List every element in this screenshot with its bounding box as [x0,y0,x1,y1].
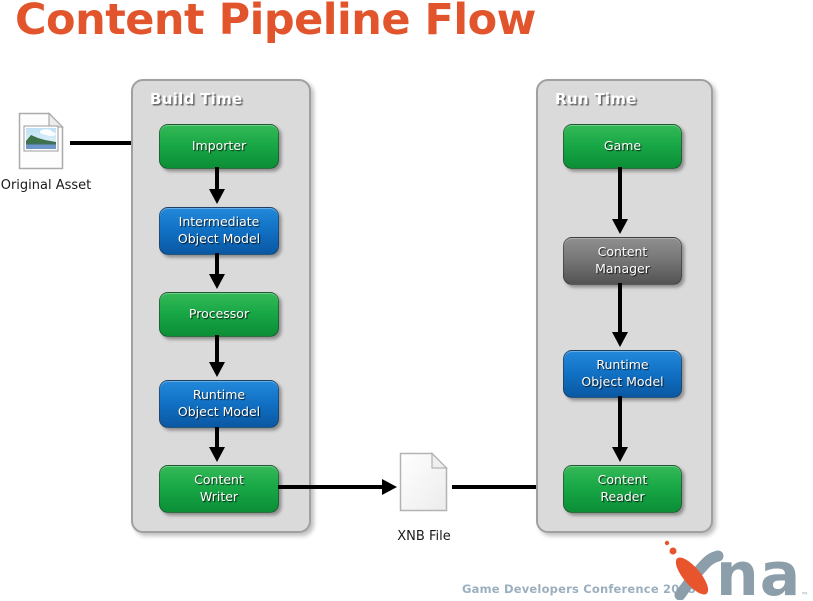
arrow-content-manager-to-runtime-om [612,283,628,347]
node-content-writer-label: Content Writer [194,472,244,504]
node-runtime-object-model-run: Runtime Object Model [563,350,682,398]
node-processor: Processor [159,292,279,337]
arrow-importer-to-intermediate [209,167,225,204]
node-game: Game [563,124,682,169]
trademark-symbol: ™ [801,591,809,600]
arrow-intermediate-to-processor [209,253,225,289]
node-processor-label: Processor [188,306,250,322]
node-intermediate-object-model-label: Intermediate Object Model [177,214,261,246]
node-intermediate-object-model: Intermediate Object Model [159,207,279,255]
arrow-runtime-om-to-content-reader [612,396,628,462]
xna-logo-letters: na [716,540,801,600]
xnb-blank-file-icon [399,452,448,512]
node-content-reader: Content Reader [563,465,682,513]
conference-footer-text: Game Developers Conference 2008 [462,582,696,596]
node-runtime-object-model-run-label: Runtime Object Model [581,357,664,389]
node-importer-label: Importer [191,138,247,154]
original-asset-label: Original Asset [0,178,92,193]
original-asset-image-file-icon [18,112,64,170]
node-content-manager: Content Manager [563,237,682,285]
arrow-processor-to-runtime-om [209,335,225,377]
run-time-container: Run Time Game Content Manager Runtime Ob… [536,79,713,533]
node-runtime-object-model-build-label: Runtime Object Model [177,387,261,419]
node-content-writer: Content Writer [159,465,279,513]
build-time-container: Build Time Importer Intermediate Object … [131,79,311,533]
build-time-label: Build Time [150,90,243,108]
node-content-manager-label: Content Manager [595,244,650,276]
node-importer: Importer [159,124,279,169]
node-content-reader-label: Content Reader [597,472,648,504]
xna-logo: na ™ [664,540,809,600]
run-time-label: Run Time [555,90,637,108]
page-title: Content Pipeline Flow [15,0,536,45]
xnb-file-label: XNB File [397,529,451,544]
arrow-runtime-om-to-content-writer [209,427,225,462]
node-runtime-object-model-build: Runtime Object Model [159,380,279,428]
arrow-game-to-content-manager [612,167,628,234]
node-game-label: Game [603,138,642,154]
arrow-content-writer-to-xnb [278,479,397,495]
